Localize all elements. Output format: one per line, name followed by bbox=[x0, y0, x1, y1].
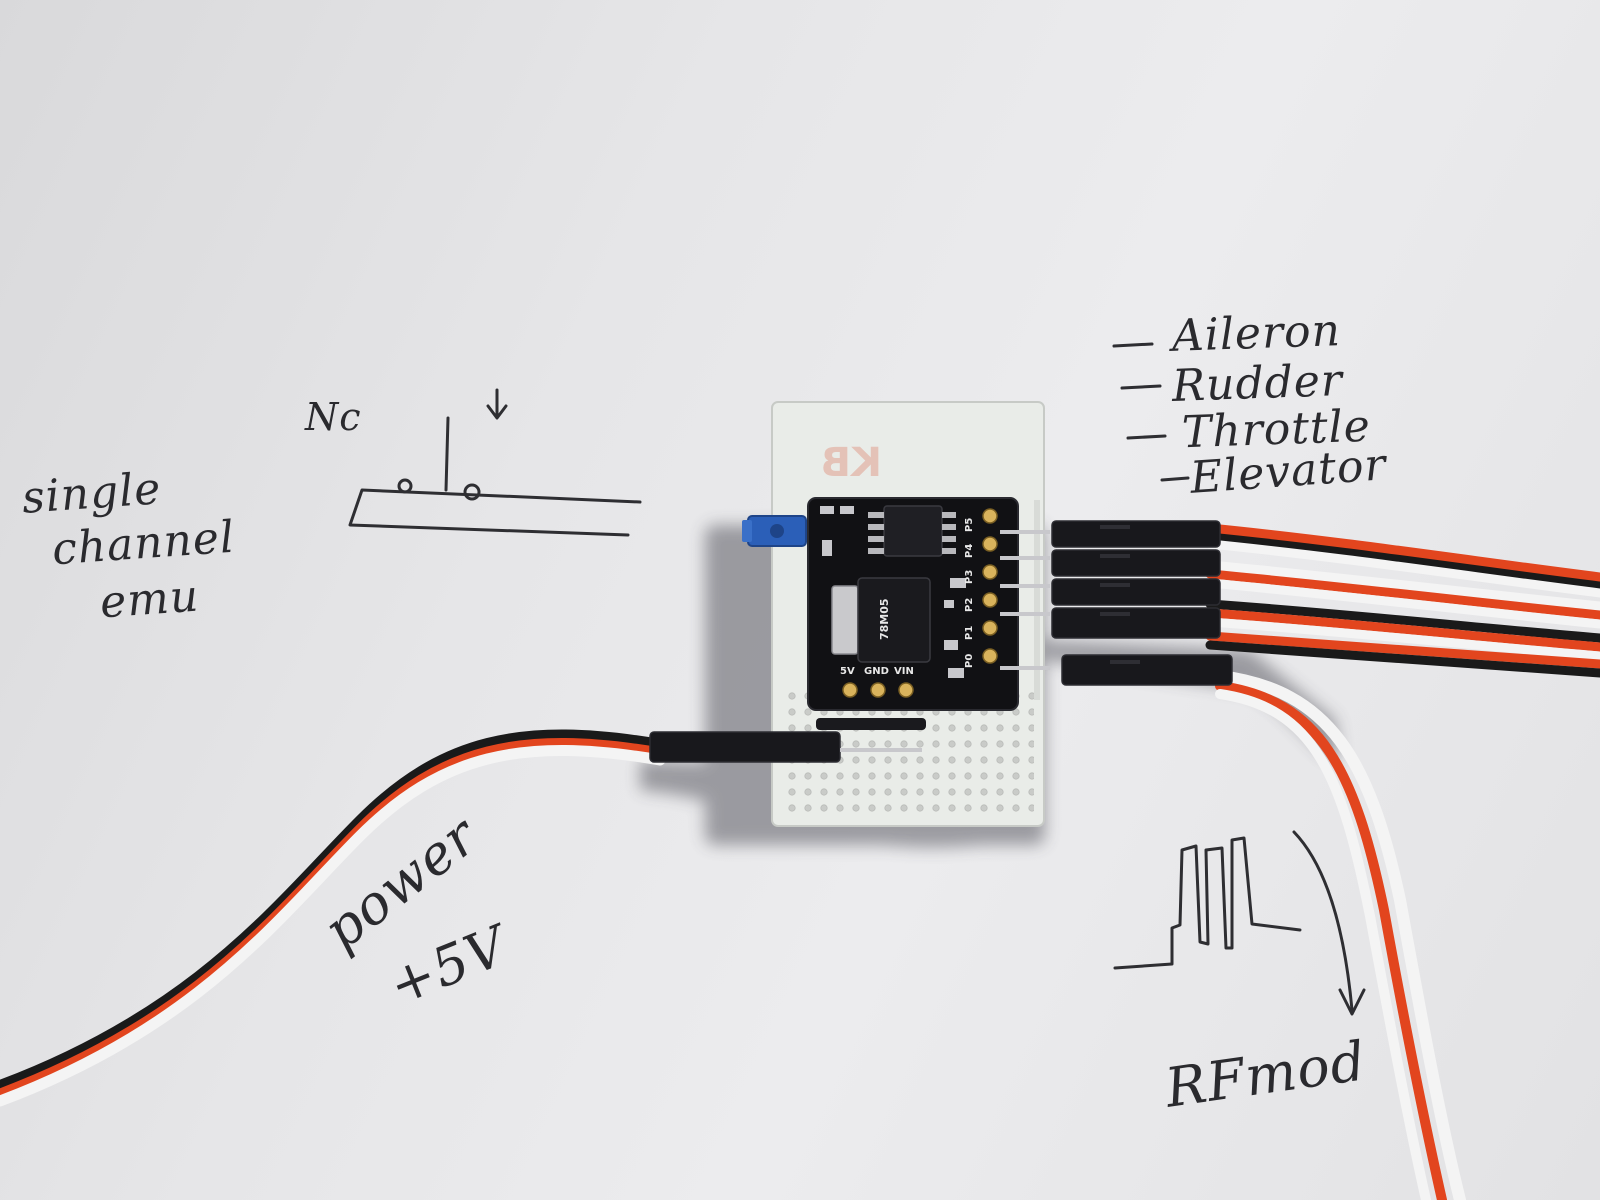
note-nc: Nc bbox=[305, 395, 362, 439]
pin-label: P3 bbox=[964, 570, 975, 584]
switch-sketch bbox=[348, 388, 642, 537]
pin-label: P2 bbox=[964, 598, 975, 612]
note-emu: emu bbox=[98, 570, 201, 629]
servo-connectors bbox=[1051, 520, 1233, 686]
channel-label-aileron: Aileron bbox=[1171, 305, 1342, 362]
pin-label: P4 bbox=[964, 544, 975, 558]
blue-jumper bbox=[742, 515, 807, 547]
note-channel: channel bbox=[50, 511, 237, 576]
power-pin-label: GND bbox=[864, 666, 889, 677]
servo-cables-right bbox=[1205, 523, 1600, 1200]
note-single: single bbox=[20, 463, 163, 524]
microcontroller-board: 78M05 P5 P4 P3 P2 P1 P0 5V GND VIN bbox=[807, 497, 1019, 711]
channel-dash-marks bbox=[1112, 342, 1190, 482]
header-pins bbox=[1000, 530, 1050, 670]
protoboard-marking: KB bbox=[821, 440, 882, 486]
channel-label-rudder: Rudder bbox=[1171, 355, 1344, 412]
regulator-marking: 78M05 bbox=[878, 598, 891, 640]
channel-label-elevator: Elevator bbox=[1188, 439, 1389, 504]
power-connector bbox=[649, 718, 926, 763]
power-pads bbox=[842, 682, 914, 698]
pin-label: P1 bbox=[964, 626, 975, 640]
power-cable bbox=[0, 729, 666, 1107]
power-pin-label: 5V bbox=[840, 666, 855, 677]
pin-label: P5 bbox=[964, 518, 975, 532]
power-pin-label: VIN bbox=[894, 666, 914, 677]
ppm-waveform-sketch bbox=[1113, 830, 1366, 1016]
header-pads bbox=[982, 508, 998, 664]
pin-label: P0 bbox=[964, 654, 975, 668]
